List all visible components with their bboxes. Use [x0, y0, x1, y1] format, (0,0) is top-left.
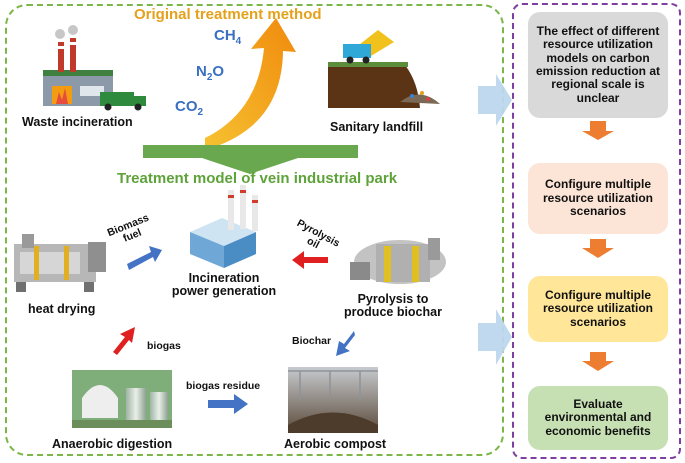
- power-generation-label: Incineration power generation: [171, 271, 277, 299]
- dryer-machine-icon: [14, 234, 106, 292]
- lower-transfer-arrow-icon: [478, 309, 512, 365]
- flow-panel: [512, 3, 681, 459]
- park-panel: [5, 4, 504, 456]
- waste-incineration-label: Waste incineration: [22, 115, 133, 129]
- upper-transfer-arrow-icon: [478, 74, 512, 126]
- landfill-icon: [328, 62, 440, 108]
- flow-step-configure-a: Configure multiple resource utilization …: [528, 163, 668, 234]
- dump-truck-icon: [343, 30, 394, 64]
- biochar-arrow-icon: [336, 331, 355, 356]
- flow-step-configure-b: Configure multiple resource utilization …: [528, 276, 668, 342]
- biogas-residue-label: biogas residue: [186, 380, 261, 392]
- emission-arrow-icon: [205, 18, 296, 150]
- pyrolysis-machine-icon: [350, 238, 446, 284]
- biomass-fuel-arrow-icon: [127, 246, 162, 270]
- sanitary-landfill-label: Sanitary landfill: [330, 120, 424, 134]
- flow-step-problem: The effect of different resource utiliza…: [528, 12, 668, 118]
- flow-connector-icon: [582, 352, 614, 371]
- biogas-residue-arrow-icon: [208, 394, 248, 414]
- n2o-label: N2O: [196, 63, 225, 83]
- aerobic-compost-label: Aerobic compost: [284, 437, 387, 451]
- pyrolysis-biochar-label: Pyrolysis to produce biochar: [344, 292, 442, 320]
- biogas-label: biogas: [147, 340, 181, 352]
- flow-step-evaluate: Evaluate environmental and economic bene…: [528, 386, 668, 450]
- compost-hall-icon: [288, 367, 378, 433]
- pyrolysis-oil-arrow-icon: [292, 251, 328, 269]
- anaerobic-digester-icon: [72, 370, 172, 428]
- biochar-label: Biochar: [292, 335, 332, 347]
- incineration-plant-icon: [43, 25, 113, 106]
- ch4-label: CH4: [214, 27, 242, 47]
- power-plant-icon: [190, 185, 258, 268]
- flow-connector-icon: [582, 239, 614, 258]
- co2-label: CO2: [175, 98, 204, 118]
- heat-drying-label: heat drying: [28, 302, 96, 316]
- biogas-arrow-icon: [113, 327, 135, 355]
- garbage-truck-icon: [100, 92, 146, 111]
- anaerobic-digestion-label: Anaerobic digestion: [52, 437, 173, 451]
- original-method-title: Original treatment method: [134, 6, 322, 23]
- flow-connector-icon: [582, 121, 614, 140]
- transition-arrow-icon: [143, 145, 358, 174]
- park-model-title: Treatment model of vein industrial park: [117, 170, 398, 187]
